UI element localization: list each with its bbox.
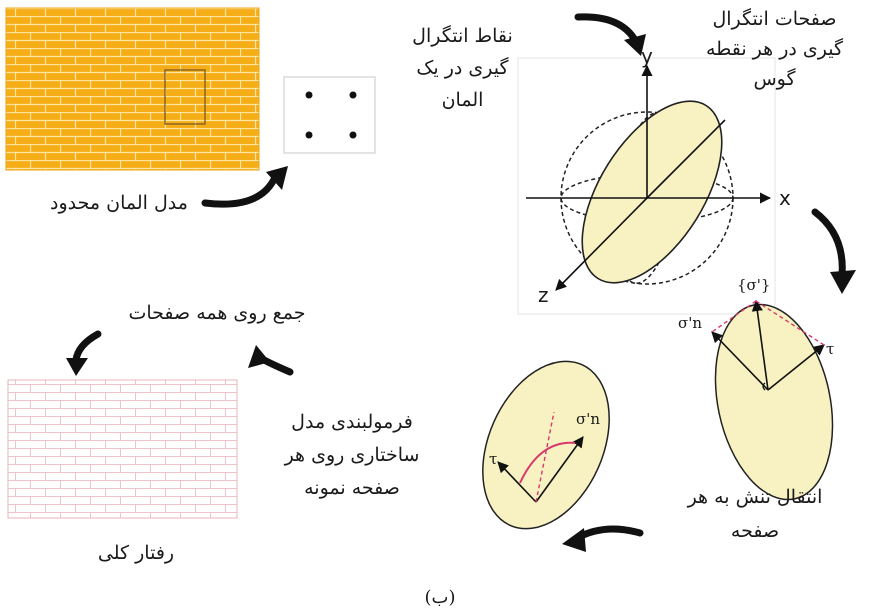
element-highlight	[164, 69, 206, 125]
arrow-to-formulation	[573, 525, 644, 542]
axis-x-label: x	[779, 186, 791, 210]
figure-caption: (ب)	[424, 587, 456, 608]
integration-sphere	[517, 57, 776, 315]
label-fe-model: مدل المان محدود	[50, 192, 188, 214]
axis-z-label: z	[538, 283, 549, 307]
symbol-sigma-vector: {σ'}	[737, 276, 771, 294]
symbol-tau-2: τ	[489, 450, 498, 468]
label-formulation: فرمولبندی مدل ساختاری روی هر صفحه نمونه	[284, 411, 420, 499]
symbol-sigma-n-2: σ'n	[576, 410, 601, 428]
formulation-plane	[482, 360, 610, 530]
arrow-fe-to-element	[201, 171, 280, 208]
global-behavior-wall	[7, 379, 238, 519]
label-stress-transfer: انتقال تنش به هر صفحه	[687, 486, 823, 542]
label-gauss-points: نقاط انتگرال گیری در یک المان	[412, 25, 513, 111]
label-sum-planes: جمع روی همه صفحات	[128, 302, 306, 324]
axis-y-label: y	[641, 44, 653, 68]
arrow-to-global	[72, 330, 102, 364]
arrow-to-stress	[811, 208, 846, 279]
stress-transfer-plane	[711, 299, 834, 501]
label-planes-per-gauss: صفحات انتگرال گیری در هر نقطه گوس	[705, 8, 844, 90]
label-global-behavior: رفتار کلی	[97, 542, 175, 564]
symbol-tau: τ	[826, 340, 835, 358]
element-gauss-points	[283, 76, 376, 154]
fe-model-wall	[5, 7, 260, 171]
symbol-sigma-n: σ'n	[678, 314, 703, 332]
arrow-to-sphere	[574, 13, 639, 44]
